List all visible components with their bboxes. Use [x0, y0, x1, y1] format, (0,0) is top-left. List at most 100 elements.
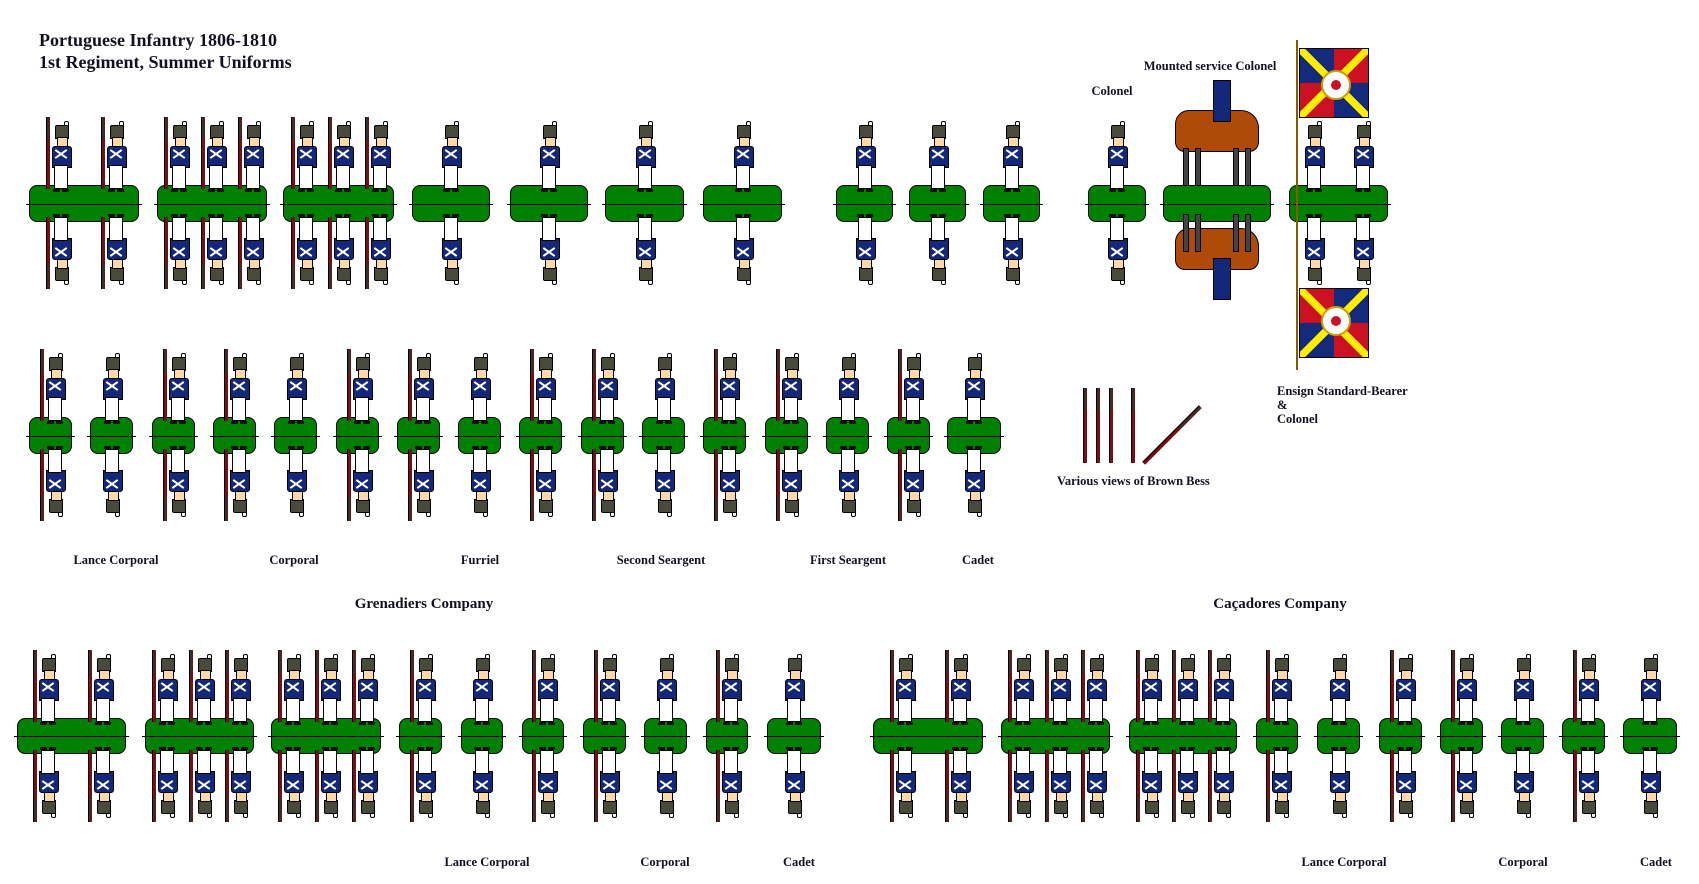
face-shape: [338, 259, 350, 269]
trou-shape: [1515, 750, 1530, 774]
musket-icon: [1572, 650, 1577, 722]
trou-shape: [359, 698, 374, 722]
trou-shape: [472, 449, 487, 473]
cacadores-label-cadet: Cadet: [1640, 855, 1672, 869]
trou-shape: [95, 698, 110, 722]
soldier-figure: [346, 439, 373, 521]
soldier-figure: [963, 439, 985, 517]
face-shape: [724, 491, 736, 501]
face-shape: [1113, 259, 1124, 269]
soldier-figure: [407, 439, 434, 521]
shako-shape: [602, 800, 617, 814]
musket-icon: [889, 650, 894, 722]
soldier-figure: [471, 654, 493, 732]
musket-icon: [315, 650, 319, 722]
trou-shape: [323, 698, 337, 722]
trou-shape: [905, 397, 920, 421]
soldier-figure: [327, 117, 354, 199]
soldier-figure: [1572, 650, 1599, 732]
soldier-figure: [237, 207, 264, 289]
shako-shape: [48, 499, 63, 513]
soldier-figure: [1328, 654, 1350, 732]
trou-shape: [209, 165, 223, 189]
soldier-figure: [944, 650, 971, 732]
trou-shape: [905, 449, 920, 473]
soldier-figure: [653, 353, 675, 431]
face-shape: [362, 792, 374, 802]
base-divider: [409, 204, 493, 205]
trou-shape: [840, 397, 855, 421]
musket-icon: [897, 349, 902, 421]
musket-icon: [39, 349, 44, 421]
shako-shape: [42, 800, 57, 814]
musket-icon: [346, 449, 351, 521]
trou-shape: [658, 750, 673, 774]
trou-shape: [335, 217, 350, 241]
base-divider: [1286, 204, 1391, 205]
musket-icon: [1136, 650, 1140, 722]
trou-shape: [1180, 750, 1194, 774]
musket-icon: [327, 217, 332, 289]
soldier-figure: [1044, 740, 1071, 822]
trou-shape: [47, 397, 62, 421]
base-divider: [641, 736, 690, 737]
trou-shape: [952, 750, 967, 774]
musket-icon: [532, 650, 536, 722]
soldier-figure: [409, 740, 436, 822]
soldier-figure: [593, 650, 620, 732]
trou-shape: [1052, 698, 1067, 722]
musket-icon: [45, 217, 50, 289]
soldier-figure: [278, 650, 305, 732]
soldier-figure: [1450, 740, 1477, 822]
trou-shape: [245, 217, 260, 241]
shako-shape: [1357, 267, 1372, 281]
musket-icon: [1208, 650, 1212, 722]
soldier-figure: [315, 650, 341, 732]
soldier-figure: [469, 439, 491, 517]
soldier-figure: [100, 117, 127, 199]
shako-shape: [173, 267, 188, 281]
base-divider: [1253, 736, 1301, 737]
base-divider: [210, 436, 259, 437]
musket-icon: [152, 650, 157, 722]
trou-shape: [599, 449, 614, 473]
face-shape: [326, 792, 337, 802]
shako-shape: [54, 267, 69, 281]
face-shape: [790, 792, 801, 802]
trou-shape: [415, 397, 430, 421]
trou-shape: [1306, 217, 1321, 241]
shako-shape: [1053, 800, 1068, 814]
coat-of-arms-icon: [1321, 306, 1351, 336]
base-divider: [394, 436, 443, 437]
trou-shape: [1643, 750, 1657, 774]
trou-shape: [1580, 750, 1595, 774]
trou-shape: [599, 397, 614, 421]
label-ensign-line1: Ensign Standard-Bearer: [1277, 384, 1408, 398]
soldier-figure: [897, 439, 924, 521]
shako-shape: [1332, 800, 1347, 814]
soldier-figure: [45, 207, 72, 289]
soldier-figure: [1136, 740, 1162, 822]
base-divider: [154, 204, 270, 205]
soldier-figure: [783, 654, 805, 732]
trou-shape: [787, 698, 801, 722]
base-divider: [396, 736, 445, 737]
soldier-figure: [655, 654, 677, 732]
face-shape: [540, 491, 552, 501]
trou-shape: [108, 165, 123, 189]
regimental-flag-reflection: [1299, 288, 1369, 358]
base-divider: [458, 736, 506, 737]
trou-shape: [286, 698, 301, 722]
trou-shape: [897, 750, 912, 774]
musket-icon: [775, 449, 780, 521]
musket-icon: [716, 750, 720, 822]
musket-icon: [152, 750, 157, 822]
trou-shape: [372, 165, 387, 189]
shako-shape: [324, 800, 338, 814]
trou-shape: [417, 750, 432, 774]
trou-shape: [1397, 750, 1412, 774]
musket-icon: [591, 349, 596, 421]
musket-icon: [188, 650, 193, 722]
trou-shape: [288, 449, 303, 473]
shako-shape: [418, 800, 433, 814]
